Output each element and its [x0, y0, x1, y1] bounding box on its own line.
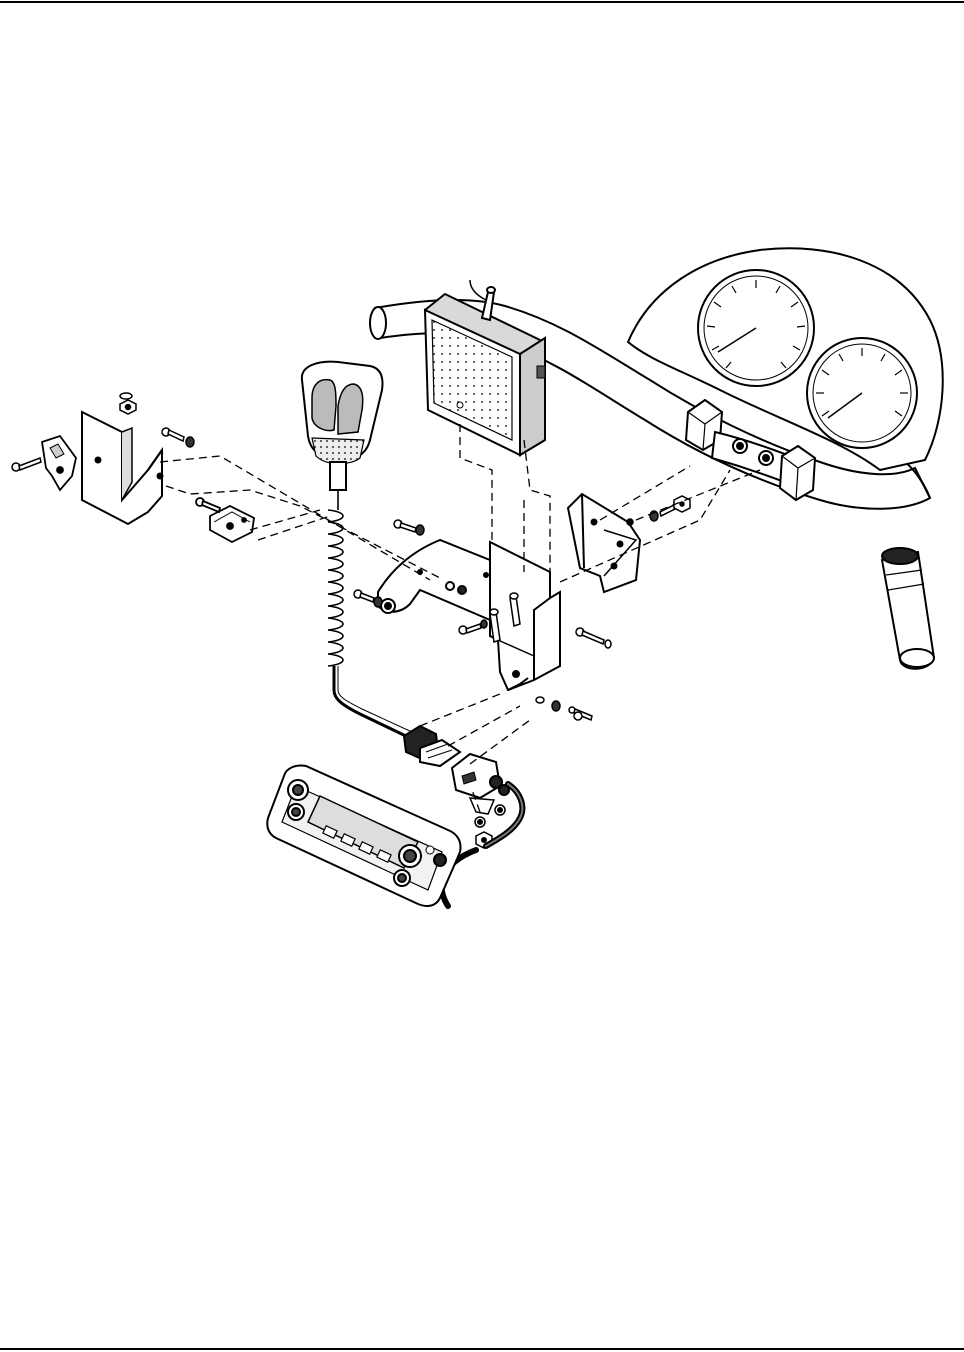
microphone [302, 362, 383, 490]
assembly-guide-lines [160, 424, 760, 812]
mic-connector-plug [404, 726, 460, 766]
side-mount-bracket [568, 494, 640, 592]
bracket-bolts [354, 520, 611, 720]
main-mount-bracket [378, 540, 560, 690]
speaker-unit [425, 280, 545, 455]
screw-clip [12, 458, 41, 471]
mic-clip-mount-block [196, 498, 254, 542]
handlebar-grip [882, 548, 934, 669]
radio-control-head [267, 765, 460, 906]
mic-clip [42, 436, 76, 490]
side-bracket-hardware [627, 496, 690, 525]
bottom-page-rule [0, 1348, 964, 1350]
mic-hanger-bracket [82, 412, 163, 524]
